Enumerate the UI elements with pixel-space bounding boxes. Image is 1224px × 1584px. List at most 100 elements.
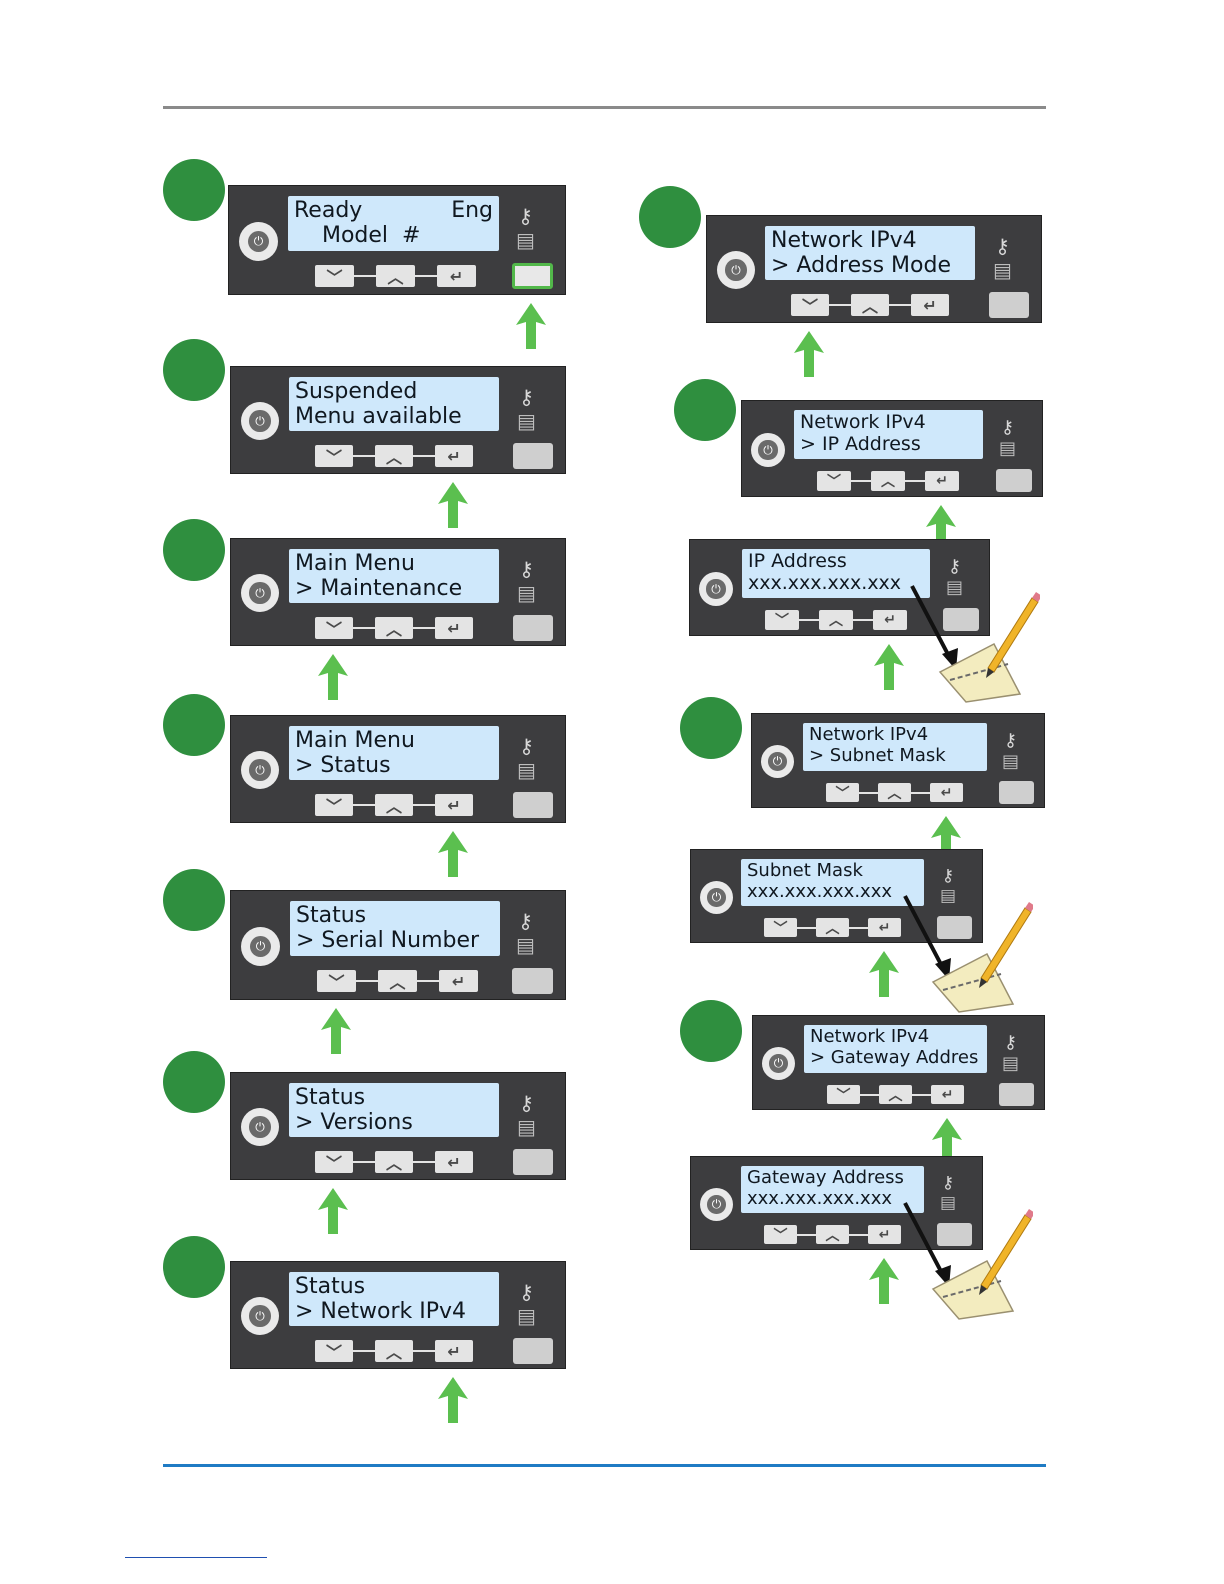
- written-line: [949, 663, 1009, 681]
- scroll-up-button[interactable]: ︿: [375, 617, 413, 639]
- press-arrow-icon: [926, 505, 956, 551]
- enter-button[interactable]: ↵: [439, 970, 478, 992]
- scroll-down-button[interactable]: ﹀: [315, 445, 353, 467]
- power-button[interactable]: ⏻: [700, 1188, 733, 1221]
- power-button[interactable]: ⏻: [241, 402, 279, 440]
- scroll-up-button[interactable]: ︿: [871, 471, 905, 491]
- scroll-up-button[interactable]: ︿: [375, 1151, 413, 1173]
- step-number-badge: [163, 519, 225, 581]
- enter-button[interactable]: ↵: [435, 1151, 473, 1173]
- side-function-button[interactable]: [999, 781, 1034, 804]
- chevron-down-icon: ﹀: [801, 297, 818, 316]
- power-button[interactable]: ⏻: [239, 222, 278, 261]
- scroll-down-button[interactable]: ﹀: [317, 970, 356, 992]
- lcd-display: Main Menu> Maintenance: [289, 549, 499, 603]
- enter-button[interactable]: ↵: [435, 794, 473, 816]
- scroll-down-button[interactable]: ﹀: [827, 1085, 860, 1104]
- lcd-line-1: Main Menu: [295, 728, 415, 753]
- side-function-button[interactable]: [989, 292, 1029, 318]
- step-number-badge: [163, 339, 225, 401]
- power-icon: ⏻: [773, 1056, 784, 1070]
- status-indicators: ⚷▤: [517, 1280, 536, 1328]
- scroll-up-button[interactable]: ︿: [816, 918, 849, 937]
- scroll-up-button[interactable]: ︿: [376, 265, 415, 287]
- enter-button[interactable]: ↵: [868, 918, 901, 937]
- enter-button[interactable]: ↵: [437, 265, 476, 287]
- scroll-down-button[interactable]: ﹀: [764, 918, 797, 937]
- side-function-button[interactable]: [937, 1223, 972, 1246]
- scroll-down-button[interactable]: ﹀: [817, 471, 851, 491]
- scroll-down-button[interactable]: ﹀: [826, 783, 859, 802]
- card-stack-icon: ▤: [999, 438, 1017, 459]
- button-connector: [353, 804, 375, 806]
- power-button[interactable]: ⏻: [717, 251, 755, 289]
- side-function-button[interactable]: [513, 1338, 553, 1364]
- power-button[interactable]: ⏻: [241, 1297, 279, 1335]
- enter-icon: ↵: [447, 1341, 461, 1361]
- side-function-button[interactable]: [513, 615, 553, 641]
- scroll-up-button[interactable]: ︿: [375, 445, 413, 467]
- power-button[interactable]: ⏻: [241, 1108, 279, 1146]
- power-button[interactable]: ⏻: [762, 1047, 795, 1080]
- enter-button[interactable]: ↵: [435, 445, 473, 467]
- side-function-button[interactable]: [996, 469, 1032, 492]
- button-connector: [797, 1233, 816, 1236]
- scroll-down-button[interactable]: ﹀: [315, 794, 353, 816]
- scroll-down-button[interactable]: ﹀: [315, 1340, 353, 1362]
- side-function-button[interactable]: [999, 1083, 1034, 1106]
- power-button[interactable]: ⏻: [241, 751, 279, 789]
- power-button[interactable]: ⏻: [241, 574, 279, 612]
- side-function-button[interactable]: [943, 608, 979, 631]
- status-indicators: ⚷▤: [940, 1173, 956, 1213]
- side-function-button[interactable]: [512, 263, 553, 289]
- scroll-down-button[interactable]: ﹀: [791, 294, 829, 316]
- enter-button[interactable]: ↵: [911, 294, 949, 316]
- card-stack-icon: ▤: [993, 258, 1012, 282]
- scroll-up-button[interactable]: ︿: [878, 783, 911, 802]
- lcd-line-1: Status: [295, 1085, 366, 1110]
- scroll-up-button[interactable]: ︿: [851, 294, 889, 316]
- lcd-line-1: Subnet Mask: [747, 860, 863, 881]
- scroll-up-button[interactable]: ︿: [879, 1085, 912, 1104]
- enter-button[interactable]: ↵: [868, 1225, 901, 1244]
- scroll-down-button[interactable]: ﹀: [315, 1151, 353, 1173]
- scroll-down-button[interactable]: ﹀: [764, 1225, 797, 1244]
- power-icon: ⏻: [731, 262, 741, 277]
- enter-button[interactable]: ↵: [873, 610, 907, 630]
- lcd-line-1: IP Address: [748, 550, 847, 572]
- side-function-button[interactable]: [937, 916, 972, 939]
- lcd-line-2: Menu available: [295, 404, 462, 430]
- scroll-down-button[interactable]: ﹀: [765, 610, 799, 630]
- chevron-down-icon: ﹀: [325, 797, 342, 816]
- power-button[interactable]: ⏻: [699, 572, 733, 606]
- write-down-value-illustration: [903, 895, 1033, 1013]
- power-button[interactable]: ⏻: [761, 745, 794, 778]
- side-function-button[interactable]: [512, 968, 553, 994]
- enter-button[interactable]: ↵: [925, 471, 959, 491]
- chevron-down-icon: ﹀: [325, 1343, 342, 1362]
- button-connector: [859, 791, 878, 794]
- scroll-up-button[interactable]: ︿: [378, 970, 417, 992]
- side-function-button[interactable]: [513, 1149, 553, 1175]
- enter-icon: ↵: [923, 295, 937, 315]
- scroll-up-button[interactable]: ︿: [819, 610, 853, 630]
- side-function-button[interactable]: [513, 792, 553, 818]
- enter-button[interactable]: ↵: [435, 617, 473, 639]
- enter-button[interactable]: ↵: [435, 1340, 473, 1362]
- card-stack-icon: ▤: [1002, 751, 1020, 772]
- scroll-up-button[interactable]: ︿: [375, 1340, 413, 1362]
- power-button[interactable]: ⏻: [751, 433, 785, 467]
- scroll-down-button[interactable]: ﹀: [315, 617, 353, 639]
- pencil-eraser: [1025, 902, 1033, 912]
- button-connector: [353, 1161, 375, 1163]
- button-connector: [413, 804, 435, 806]
- enter-button[interactable]: ↵: [931, 1085, 964, 1104]
- power-button[interactable]: ⏻: [241, 927, 280, 966]
- scroll-up-button[interactable]: ︿: [816, 1225, 849, 1244]
- footer-rule: [163, 1464, 1046, 1467]
- power-button[interactable]: ⏻: [700, 881, 733, 914]
- scroll-up-button[interactable]: ︿: [375, 794, 413, 816]
- scroll-down-button[interactable]: ﹀: [315, 265, 354, 287]
- enter-button[interactable]: ↵: [930, 783, 963, 802]
- side-function-button[interactable]: [513, 443, 553, 469]
